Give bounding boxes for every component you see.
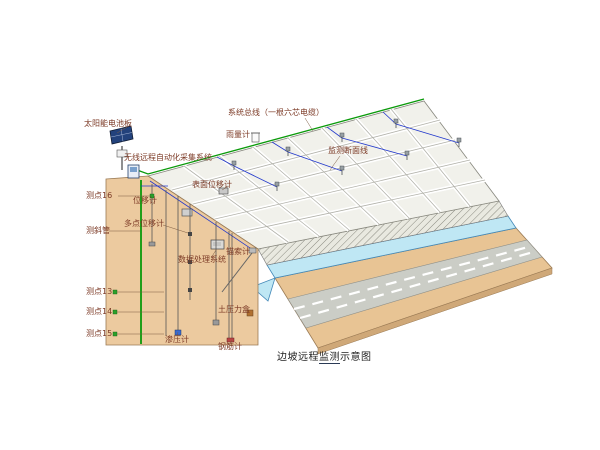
- label-point-16: 测点16: [86, 191, 113, 200]
- earth-cross-section: [105, 175, 259, 346]
- surface-displacement-icon: [218, 187, 229, 195]
- label-piezometer: 渗压计: [165, 335, 189, 344]
- anchor-cable: [221, 252, 253, 293]
- label-rebar-meter: 钢筋计: [218, 342, 242, 351]
- monitoring-posts: [231, 118, 462, 191]
- label-point-15: 测点15: [86, 329, 113, 338]
- label-inclinometer-tube: 测斜管: [86, 226, 110, 235]
- label-anchor-cable-meter: 锚索计: [226, 247, 250, 256]
- road-lane-dash-1: [293, 244, 533, 311]
- label-earth-pressure-cell: 土压力盒: [218, 305, 250, 314]
- data-processing-box-icon: [210, 239, 225, 250]
- ground-and-road: [274, 227, 553, 355]
- solar-panel-icon: [109, 125, 134, 170]
- relay-box-icon: [181, 208, 193, 217]
- system-bus-cable: [136, 98, 425, 344]
- road-lane-dash-2: [299, 249, 538, 320]
- caption-underlined: 监测: [319, 352, 340, 364]
- label-rain-gauge: 雨量计: [226, 130, 250, 139]
- label-system-bus: 系统总线（一根六芯电缆）: [228, 108, 324, 117]
- label-point-14: 测点14: [86, 307, 113, 316]
- label-data-processing: 数据处理系统: [178, 255, 226, 264]
- diagram-caption: 边坡远程监测示意图: [277, 348, 372, 364]
- label-multipoint-displacement: 多点位移计: [124, 219, 164, 228]
- label-monitoring-section-line: 监测断面线: [328, 146, 368, 155]
- leader-lines: [109, 117, 341, 344]
- label-surface-displacement: 表面位移计: [192, 180, 232, 189]
- label-solar-panel: 太阳能电池板: [84, 119, 132, 128]
- label-displacement-meter: 位移计: [133, 196, 157, 205]
- caption-pre: 边坡远程: [277, 352, 319, 363]
- caption-post: 示意图: [340, 352, 372, 363]
- label-wireless-system: 无线远程自动化采集系统: [124, 153, 212, 162]
- slope-grid-surface: [147, 100, 500, 250]
- label-point-13: 测点13: [86, 287, 113, 296]
- rain-gauge-icon: [251, 132, 260, 143]
- road-surface: [287, 239, 543, 329]
- datalogger-cabinet-icon: [127, 164, 140, 179]
